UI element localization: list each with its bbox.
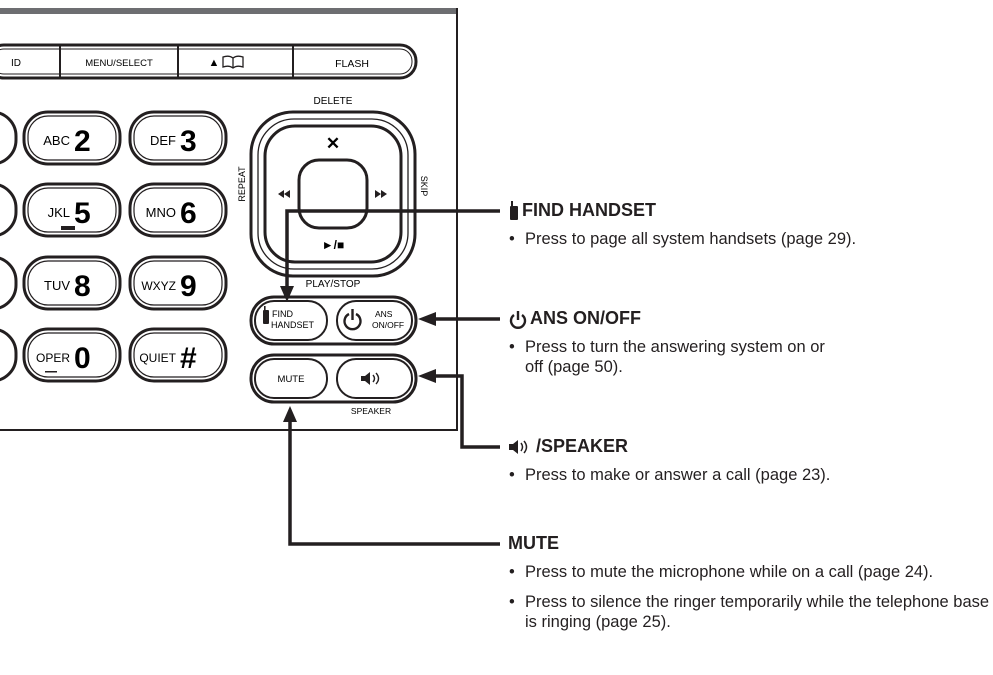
tactile-mark: [61, 226, 75, 230]
speaker-button[interactable]: [336, 358, 413, 399]
bullet: Press to turn the answering system on or…: [508, 337, 825, 377]
play-stop-label: PLAY/STOP: [306, 279, 361, 290]
speaker-key-label: SPEAKER: [351, 406, 391, 416]
find-handset-button[interactable]: [254, 300, 328, 341]
ans-arrowhead: [418, 312, 436, 326]
keypad-key-5[interactable]: JKL 5: [22, 182, 122, 238]
key-digit: #: [180, 342, 197, 375]
keypad-key-3[interactable]: DEF 3: [128, 110, 228, 166]
fast-forward-icon[interactable]: [375, 190, 387, 198]
key-letters: QUIET: [139, 351, 176, 365]
leader-arrowheads: [280, 286, 436, 422]
key-letters: DEF: [150, 133, 176, 148]
handset-icon: [263, 306, 269, 324]
callout-ans-onoff: ANS ON/OFF Press to turn the answering s…: [508, 308, 988, 387]
top-key-id[interactable]: ID: [11, 58, 21, 69]
key-letters: MNO: [146, 205, 176, 220]
key-letters: OPER: [36, 351, 70, 365]
callout-heading: FIND HANDSET: [508, 200, 988, 221]
delete-x-icon[interactable]: ✕: [326, 134, 340, 153]
ans-on-off-button[interactable]: [336, 300, 413, 341]
key-digit: 9: [180, 270, 197, 303]
callout-heading: /SPEAKER: [508, 436, 988, 457]
mute-speaker-key-pair: MUTE SPEAKER: [249, 353, 418, 416]
key-digit: 3: [180, 125, 197, 158]
speaker-leader: [432, 374, 500, 449]
delete-label: DELETE: [314, 96, 353, 107]
leader-lines: [285, 209, 500, 546]
rewind-icon[interactable]: [278, 190, 290, 198]
key-digit: 0: [74, 342, 91, 375]
menu-select-key[interactable]: MENU/SELECT: [85, 58, 153, 69]
callout-heading: MUTE: [508, 533, 988, 554]
keypad-key-9[interactable]: WXYZ 9: [128, 255, 228, 311]
skip-label: SKIP: [419, 176, 429, 197]
svg-text:▲: ▲: [209, 57, 220, 69]
find-handset-arrowhead: [280, 286, 294, 302]
keypad-key-2[interactable]: ABC 2: [22, 110, 122, 166]
find-ans-key-pair: FIND HANDSET ANS ON/OFF: [249, 295, 418, 346]
find-label: FIND: [272, 309, 293, 319]
callout-heading: ANS ON/OFF: [508, 308, 988, 329]
nav-center-button[interactable]: [297, 158, 369, 230]
flash-key[interactable]: FLASH: [335, 58, 369, 70]
top-key-strip[interactable]: ID MENU/SELECT ▲ FLASH: [0, 43, 418, 80]
find-handset-heading: FIND HANDSET: [522, 200, 656, 220]
speaker-heading: /SPEAKER: [536, 436, 629, 456]
speaker-arrowhead: [418, 369, 436, 383]
play-stop-icon[interactable]: ►/■: [322, 238, 344, 252]
key-letters: ABC: [43, 133, 70, 148]
keypad-key-#[interactable]: QUIET #: [128, 327, 228, 383]
handset-label: HANDSET: [271, 320, 315, 330]
phonebook-icon: [222, 55, 244, 69]
mute-leader: [288, 418, 500, 546]
handset-icon: [510, 200, 518, 220]
key-digit: 6: [180, 197, 197, 230]
power-icon: [343, 309, 362, 331]
speaker-icon: [509, 439, 528, 454]
key-letters: TUV: [44, 278, 70, 293]
ans-heading: ANS ON/OFF: [530, 308, 641, 328]
key-digit: 8: [74, 270, 91, 303]
repeat-label: REPEAT: [237, 166, 247, 202]
bullet: Press to page all system handsets (page …: [508, 229, 988, 249]
on-off-label: ON/OFF: [372, 320, 404, 330]
mute-heading: MUTE: [508, 533, 559, 553]
left-partial-keys: [0, 111, 18, 382]
mute-key-label: MUTE: [278, 374, 305, 385]
key-letters: JKL: [48, 205, 70, 220]
bullet: Press to silence the ringer temporarily …: [508, 592, 993, 632]
bullet: Press to make or answer a call (page 23)…: [508, 465, 988, 485]
power-icon: [509, 310, 527, 329]
tactile-mark: [45, 371, 57, 373]
ans-label: ANS: [375, 309, 393, 319]
mute-button[interactable]: [254, 358, 328, 399]
navigation-pad[interactable]: ✕ ►/■ DELETE PLAY/STOP REPEAT SKIP: [237, 96, 429, 290]
speaker-icon: [361, 372, 380, 385]
mute-arrowhead: [283, 406, 297, 422]
find-handset-leader: [285, 209, 500, 290]
bullet: Press to mute the microphone while on a …: [508, 562, 945, 582]
keypad-key-8[interactable]: TUV 8: [22, 255, 122, 311]
key-digit: 2: [74, 125, 91, 158]
callout-speaker: /SPEAKER Press to make or answer a call …: [508, 436, 988, 495]
callout-mute: MUTE Press to mute the microphone while …: [508, 533, 989, 642]
base-outline: [0, 8, 458, 431]
key-digit: 5: [74, 197, 91, 230]
key-letters: WXYZ: [141, 279, 176, 293]
up-phonebook-key[interactable]: ▲: [209, 55, 244, 69]
callout-find-handset: FIND HANDSET Press to page all system ha…: [508, 200, 988, 259]
keypad-key-0[interactable]: OPER 0: [22, 327, 122, 383]
keypad-key-6[interactable]: MNO 6: [128, 182, 228, 238]
